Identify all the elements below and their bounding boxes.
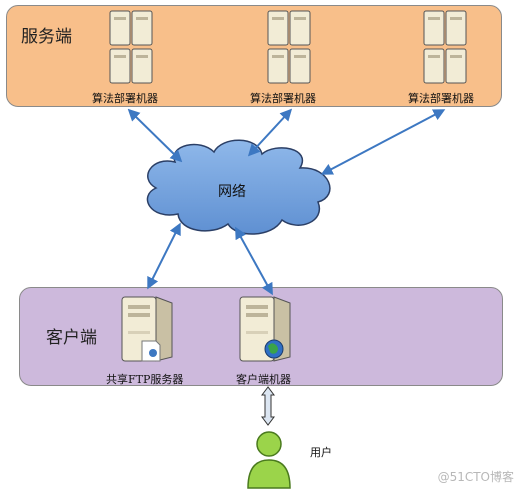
user-icon (244, 430, 294, 494)
server-zone: 服务端 (6, 5, 502, 107)
link-server1-network (127, 108, 183, 163)
link-server2-network (247, 108, 293, 157)
client-machine-label: 客户端机器 (236, 373, 291, 386)
watermark: @51CTO博客 (437, 470, 514, 484)
server-stack-icon (108, 9, 154, 89)
client-server-icon (236, 291, 294, 369)
server-stack-icon (422, 9, 468, 89)
user-label: 用户 (310, 446, 332, 459)
ftp-server-icon (118, 291, 176, 369)
server-zone-title: 服务端 (21, 27, 72, 47)
link-client-user (261, 386, 275, 426)
client-zone-title: 客户端 (46, 328, 97, 348)
link-server3-network (320, 109, 446, 175)
server-machine-label: 算法部署机器 (408, 92, 474, 105)
server-machine-label: 算法部署机器 (250, 92, 316, 105)
network-cloud (146, 139, 331, 235)
link-network-ftp (147, 222, 181, 290)
server-machine-label: 算法部署机器 (92, 92, 158, 105)
server-stack-icon (266, 9, 312, 89)
link-network-client (235, 226, 273, 296)
ftp-server-label: 共享FTP服务器 (106, 373, 184, 386)
network-label: 网络 (218, 184, 246, 200)
